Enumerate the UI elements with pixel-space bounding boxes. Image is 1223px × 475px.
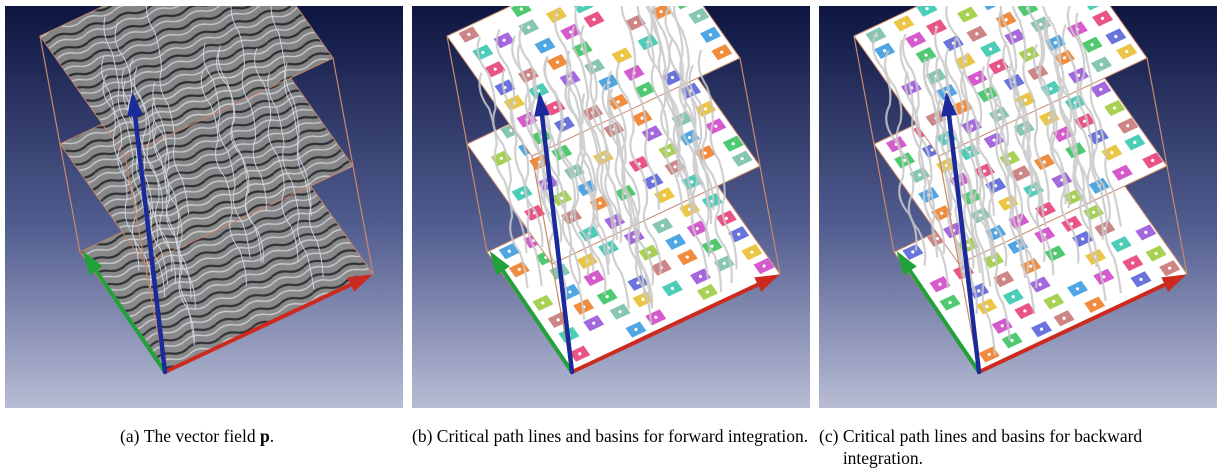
caption-a-text: The vector field: [143, 426, 260, 446]
panel-forward-integration: [412, 6, 810, 408]
basin-patch: [677, 6, 688, 10]
caption-c-label: (c): [819, 426, 839, 446]
basin-patch: [1086, 6, 1100, 11]
caption-a-bold-p: p: [259, 426, 270, 446]
basin-patch: [510, 6, 532, 18]
layer-plane: [39, 6, 334, 157]
caption-b-text: Critical path lines and basins for forwa…: [436, 426, 809, 446]
z-axis-arrow: [941, 92, 982, 375]
caption-b-label: (b): [412, 426, 433, 446]
basin-patch: [573, 6, 594, 14]
x-axis-arrow: [163, 274, 373, 374]
z-axis-arrow: [534, 92, 575, 375]
caption-a-label: (a): [120, 426, 140, 446]
scene-svg: [412, 6, 810, 408]
path-lines: [101, 6, 324, 346]
basin-patch: [984, 6, 997, 11]
panel-backward-integration: [819, 6, 1217, 408]
y-axis-arrow: [82, 251, 167, 374]
caption-a: (a) The vector field p.: [120, 426, 275, 446]
x-axis-arrow: [977, 274, 1187, 374]
panel-vector-field: [5, 6, 403, 408]
caption-c-text: Critical path lines and basins for backw…: [842, 426, 1143, 468]
z-axis-arrow: [127, 92, 168, 375]
scene-svg: [819, 6, 1217, 408]
y-axis-arrow: [896, 251, 981, 374]
y-axis-arrow: [489, 251, 574, 374]
basin-patch: [916, 6, 938, 17]
caption-c: (c) Critical path lines and basins for b…: [819, 425, 1217, 469]
scene-svg: [5, 6, 403, 408]
path-lines: [872, 6, 1123, 356]
caption-b: (b) Critical path lines and basins for f…: [412, 425, 810, 447]
x-axis-arrow: [570, 274, 780, 374]
